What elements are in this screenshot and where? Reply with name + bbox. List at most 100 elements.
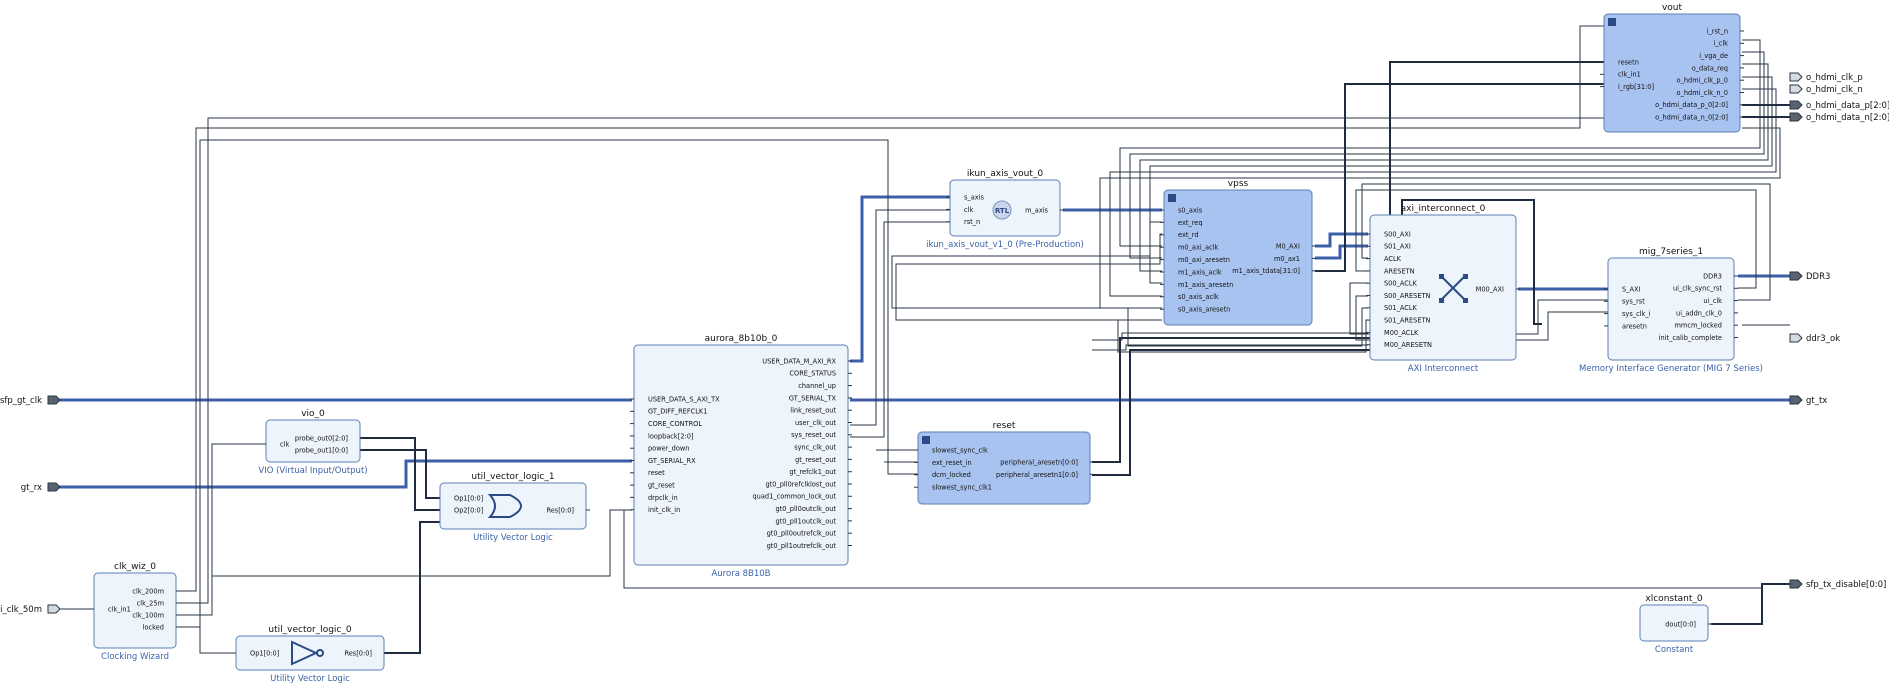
pin-gt-reset[interactable]: gt_reset: [648, 482, 675, 490]
pin-init-calib-complete[interactable]: init_calib_complete: [1659, 334, 1722, 342]
port-ddr3-ok[interactable]: ddr3_ok: [1789, 333, 1840, 344]
pin-clk-in1[interactable]: clk_in1: [1618, 71, 1641, 79]
pin-power-down[interactable]: power_down: [648, 445, 689, 453]
pin-ddr3[interactable]: DDR3: [1703, 272, 1722, 280]
port-i-clk-50m[interactable]: i_clk_50m: [0, 604, 61, 615]
pin-resetn[interactable]: resetn: [1618, 58, 1639, 66]
expand-icon[interactable]: [922, 436, 930, 444]
pin-slowest-sync-clk[interactable]: slowest_sync_clk: [932, 446, 988, 454]
pin-m00-aresetn[interactable]: M00_ARESETN: [1384, 341, 1432, 349]
pin-sync-clk-out[interactable]: sync_clk_out: [794, 444, 836, 452]
pin-m1-axis-aresetn[interactable]: m1_axis_aresetn: [1178, 281, 1233, 289]
pin-ui-addn-clk-0[interactable]: ui_addn_clk_0: [1676, 309, 1722, 317]
block-body[interactable]: [633, 344, 849, 566]
pin-s00-aresetn[interactable]: S00_ARESETN: [1384, 292, 1431, 300]
pin-s01-axi[interactable]: S01_AXI: [1384, 243, 1411, 251]
pin-o-hdmi-data-n-0[interactable]: o_hdmi_data_n_0[2:0]: [1655, 114, 1728, 122]
pin-gt0-pll0outrefclk-out[interactable]: gt0_pll0outrefclk_out: [767, 530, 837, 538]
pin-s-axis[interactable]: s_axis: [964, 193, 985, 201]
block-reset[interactable]: resetslowest_sync_clkext_reset_indcm_loc…: [914, 421, 1094, 505]
pin-o-hdmi-data-p-0[interactable]: o_hdmi_data_p_0[2:0]: [1655, 101, 1728, 109]
pin-peripheral-aresetn1[interactable]: peripheral_aresetn1[0:0]: [996, 471, 1078, 479]
block-vpss[interactable]: vpsss0_axisext_reqext_rdm0_axi_aclkm0_ax…: [1160, 179, 1316, 326]
pin-user-clk-out[interactable]: user_clk_out: [795, 419, 836, 427]
expand-icon[interactable]: [1168, 194, 1176, 202]
pin-res[interactable]: Res[0:0]: [546, 506, 574, 514]
pin-m00-aclk[interactable]: M00_ACLK: [1384, 329, 1419, 337]
pin-gt-diff-refclk1[interactable]: GT_DIFF_REFCLK1: [648, 408, 707, 416]
pin-m1-axis-aclk[interactable]: m1_axis_aclk: [1178, 268, 1222, 276]
pin-m0-axi[interactable]: M0_AXI: [1276, 242, 1300, 250]
pin-s0-axis[interactable]: s0_axis: [1178, 206, 1203, 214]
pin-link-reset-out[interactable]: link_reset_out: [790, 407, 836, 415]
block-body[interactable]: [1369, 214, 1517, 361]
block-body[interactable]: [1163, 189, 1313, 326]
pin-core-status[interactable]: CORE_STATUS: [789, 370, 836, 378]
block-body[interactable]: [439, 482, 587, 530]
port-ddr3[interactable]: DDR3: [1789, 271, 1830, 282]
block-body[interactable]: [1603, 13, 1741, 133]
port-o-hdmi-clk-p[interactable]: o_hdmi_clk_p: [1789, 72, 1863, 83]
block-vout[interactable]: voutresetnclk_in1i_rgb[31:0]i_rst_ni_clk…: [1600, 3, 1744, 133]
pin-m00-axi[interactable]: M00_AXI: [1476, 285, 1504, 293]
pin-s-axi[interactable]: S_AXI: [1622, 285, 1641, 293]
pin-m1-axis-tdata[interactable]: m1_axis_tdata[31:0]: [1232, 267, 1300, 275]
pin-s0-axis-aclk[interactable]: s0_axis_aclk: [1178, 293, 1219, 301]
pin-probe-out1[interactable]: probe_out1[0:0]: [295, 446, 348, 454]
pin-clk[interactable]: clk: [280, 440, 289, 448]
pin-clk-100m[interactable]: clk_100m: [132, 611, 164, 619]
pin-init-clk-in[interactable]: init_clk_in: [648, 506, 680, 514]
pin-ext-rd[interactable]: ext_rd: [1178, 231, 1199, 239]
pin-gt0-pll0refclklost-out[interactable]: gt0_pll0refclklost_out: [765, 480, 836, 488]
pin-s00-axi[interactable]: S00_AXI: [1384, 230, 1411, 238]
pin-gt-reset-out[interactable]: gt_reset_out: [795, 456, 836, 464]
pin-clk-25m[interactable]: clk_25m: [137, 599, 164, 607]
pin-ext-req[interactable]: ext_req: [1178, 219, 1203, 227]
pin-mmcm-locked[interactable]: mmcm_locked: [1674, 322, 1722, 330]
pin-op1[interactable]: Op1[0:0]: [250, 649, 279, 657]
pin-op2[interactable]: Op2[0:0]: [454, 506, 483, 514]
pin-i-rgb[interactable]: i_rgb[31:0]: [1618, 83, 1654, 91]
pin-m0-axi-aresetn[interactable]: m0_axi_aresetn: [1178, 256, 1230, 264]
port-o-hdmi-data-p[interactable]: o_hdmi_data_p[2:0]: [1789, 100, 1889, 111]
pin-res[interactable]: Res[0:0]: [344, 649, 372, 657]
pin-clk-200m[interactable]: clk_200m: [132, 587, 164, 595]
pin-rst-n[interactable]: rst_n: [964, 218, 980, 226]
pin-probe-out0[interactable]: probe_out0[2:0]: [295, 434, 348, 442]
pin-op1[interactable]: Op1[0:0]: [454, 494, 483, 502]
pin-o-hdmi-clk-n-0[interactable]: o_hdmi_clk_n_0: [1677, 89, 1729, 97]
pin-s01-aclk[interactable]: S01_ACLK: [1384, 304, 1418, 312]
pin-aclk[interactable]: ACLK: [1384, 255, 1402, 263]
pin-gt0-pll1outclk-out[interactable]: gt0_pll1outclk_out: [776, 517, 837, 525]
pin-core-control[interactable]: CORE_CONTROL: [648, 420, 702, 428]
port-o-hdmi-data-n[interactable]: o_hdmi_data_n[2:0]: [1789, 112, 1889, 123]
pin-peripheral-aresetn[interactable]: peripheral_aresetn[0:0]: [1000, 458, 1078, 466]
pin-gt0-pll1outrefclk-out[interactable]: gt0_pll1outrefclk_out: [767, 542, 837, 550]
pin-clk-in1[interactable]: clk_in1: [108, 605, 131, 613]
pin-gt-serial-tx[interactable]: GT_SERIAL_TX: [789, 394, 837, 402]
block-body[interactable]: [93, 572, 177, 649]
pin-drpclk-in[interactable]: drpclk_in: [648, 494, 678, 502]
pin-gt-serial-rx[interactable]: GT_SERIAL_RX: [648, 457, 696, 465]
expand-icon[interactable]: [1608, 18, 1616, 26]
pin-user-data-s-axi-tx[interactable]: USER_DATA_S_AXI_TX: [648, 395, 720, 403]
port-sfp-gt-clk[interactable]: sfp_gt_clk: [0, 395, 61, 406]
pin-dout[interactable]: dout[0:0]: [1665, 620, 1696, 628]
pin-m0-axi-aclk[interactable]: m0_axi_aclk: [1178, 244, 1218, 252]
pin-quad1-common-lock-out[interactable]: quad1_common_lock_out: [752, 493, 836, 501]
pin-slowest-sync-clk1[interactable]: slowest_sync_clk1: [932, 484, 992, 492]
pin-s0-axis-aresetn[interactable]: s0_axis_aresetn: [1178, 306, 1230, 314]
port-sfp-tx-disable[interactable]: sfp_tx_disable[0:0]: [1789, 579, 1886, 590]
pin-locked[interactable]: locked: [143, 623, 164, 631]
pin-aresetn[interactable]: aresetn: [1622, 322, 1647, 330]
pin-user-data-m-axi-rx[interactable]: USER_DATA_M_AXI_RX: [762, 357, 836, 365]
block-body[interactable]: [265, 419, 361, 463]
pin-i-clk[interactable]: i_clk: [1714, 40, 1729, 48]
pin-gt0-pll0outclk-out[interactable]: gt0_pll0outclk_out: [776, 505, 837, 513]
